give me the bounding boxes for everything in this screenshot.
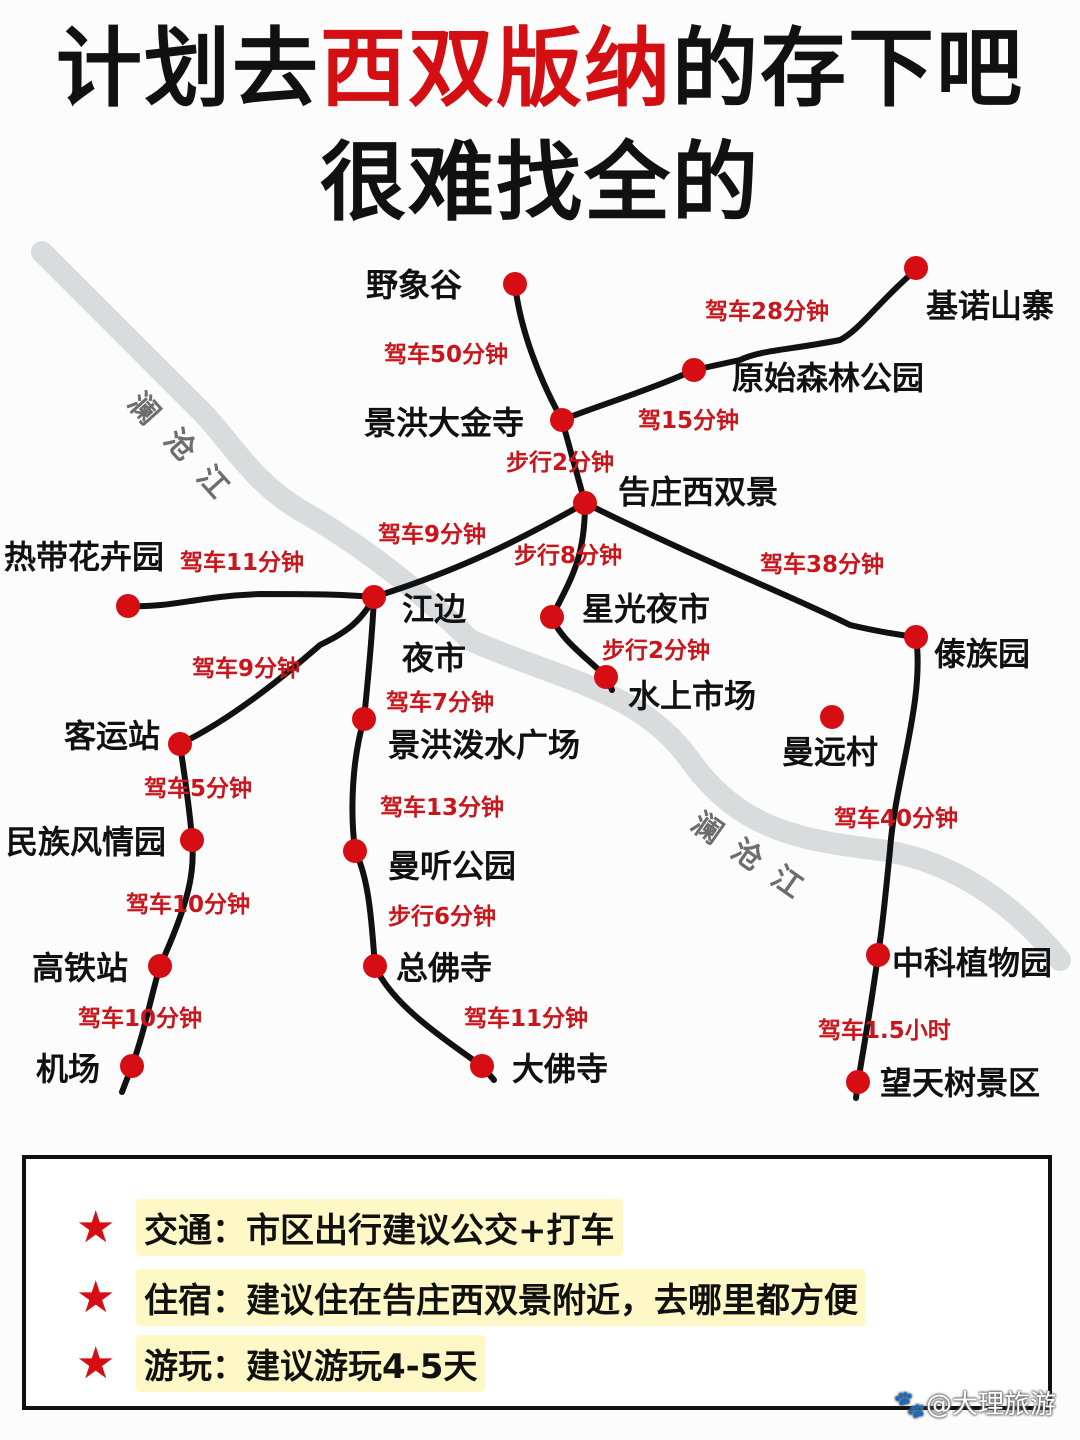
time-label: 步行2分钟 (602, 637, 710, 664)
svg-text:澜: 澜 (120, 386, 166, 432)
place-label-manting: 曼听公园 (388, 847, 516, 885)
title-prefix: 计划去 (56, 19, 320, 119)
stop-jinuo[interactable] (904, 256, 928, 280)
time-label: 驾车9分钟 (192, 655, 300, 682)
time-label: 驾车50分钟 (384, 341, 508, 368)
place-label-minzu: 民族风情园 (6, 823, 166, 861)
time-label: 驾车40分钟 (834, 805, 958, 832)
time-label: 步行2分钟 (506, 449, 614, 476)
stop-gaotie[interactable] (148, 954, 172, 978)
watermark: 🐾@大理旅游 (894, 1384, 1056, 1421)
lancang-river (31, 241, 1071, 971)
place-label-zhongke: 中科植物园 (892, 944, 1052, 982)
title-suffix: 的存下吧 (672, 19, 1024, 119)
place-label-jinuo: 基诺山寨 (926, 287, 1054, 325)
stop-yuanshi[interactable] (682, 358, 706, 382)
place-label-xingguang: 星光夜市 (582, 590, 710, 628)
time-label: 驾车38分钟 (760, 551, 884, 578)
stop-dafo[interactable] (470, 1054, 494, 1078)
tip-transport: ★ 交通：市区出行建议公交+打车 (76, 1199, 623, 1256)
place-label-yexianggu: 野象谷 (366, 266, 462, 304)
time-label: 驾车10分钟 (126, 891, 250, 918)
place-label-manyuan: 曼远村 (782, 733, 878, 771)
time-label: 驾车28分钟 (705, 298, 829, 325)
place-label-dafo: 大佛寺 (512, 1050, 608, 1088)
tip-text: 交通：市区出行建议公交+打车 (136, 1199, 623, 1256)
svg-text:江: 江 (764, 859, 809, 905)
stops (116, 256, 928, 1094)
stop-jiangbian[interactable] (362, 585, 386, 609)
svg-text:沧: 沧 (724, 832, 769, 878)
page-title-line2: 很难找全的 (320, 133, 760, 233)
place-label-poshui: 景洪泼水广场 (388, 726, 580, 764)
time-label: 步行6分钟 (388, 903, 496, 930)
title-accent: 西双版纳 (320, 19, 672, 119)
place-label-yuanshi: 原始森林公园 (732, 359, 924, 397)
stop-minzu[interactable] (180, 828, 204, 852)
paw-icon: 🐾 (893, 1390, 926, 1420)
place-label-redai: 热带花卉园 (4, 538, 164, 576)
stop-xingguang[interactable] (540, 605, 564, 629)
place-label-gaotie: 高铁站 (32, 949, 128, 987)
stop-gaozhuang[interactable] (573, 491, 597, 515)
stop-zhongke[interactable] (866, 943, 890, 967)
place-label-dajinsi: 景洪大金寺 (364, 404, 524, 442)
place-label-jichang: 机场 (36, 1050, 100, 1088)
time-label: 驾车11分钟 (180, 549, 304, 576)
time-label: 驾车5分钟 (144, 775, 252, 802)
star-icon: ★ (76, 1337, 116, 1389)
star-icon: ★ (76, 1271, 116, 1323)
tip-sightseeing: ★ 游玩：建议游玩4-5天 (76, 1335, 486, 1392)
stop-wangtian[interactable] (846, 1070, 870, 1094)
route-map: 澜 沧 江 澜 沧 江 (4, 241, 1071, 1102)
stop-shuishang[interactable] (594, 665, 618, 689)
time-label: 驾车9分钟 (378, 521, 486, 548)
page-title-line1: 计划去西双版纳的存下吧 (0, 14, 1080, 124)
stop-dajinsi[interactable] (550, 408, 574, 432)
place-label-zongfo: 总佛寺 (396, 949, 492, 987)
stop-manting[interactable] (343, 839, 367, 863)
tip-text: 住宿：建议住在告庄西双景附近，去哪里都方便 (136, 1269, 866, 1326)
place-label-gaozhuang: 告庄西双景 (618, 473, 778, 511)
tip-text: 游玩：建议游玩4-5天 (136, 1335, 486, 1392)
place-label-keyun: 客运站 (64, 717, 160, 755)
place-label-jiangbian-1: 江边 (402, 590, 466, 628)
stop-jichang[interactable] (120, 1054, 144, 1078)
time-label: 驾车10分钟 (78, 1005, 202, 1032)
star-icon: ★ (76, 1201, 116, 1253)
stop-manyuan[interactable] (820, 705, 844, 729)
stop-redai[interactable] (116, 594, 140, 618)
time-label: 驾15分钟 (638, 408, 739, 434)
stop-zongfo[interactable] (363, 954, 387, 978)
place-labels: 野象谷 基诺山寨 原始森林公园 景洪大金寺 告庄西双景 热带花卉园 江边 夜市 … (4, 266, 1054, 1102)
place-label-jiangbian-2: 夜市 (401, 639, 466, 677)
stop-keyun[interactable] (168, 732, 192, 756)
time-label: 驾车7分钟 (386, 689, 494, 716)
time-label: 步行8分钟 (514, 542, 622, 569)
watermark-text: @大理旅游 (925, 1390, 1056, 1420)
stop-poshui[interactable] (352, 707, 376, 731)
place-label-daizu: 傣族园 (934, 635, 1030, 673)
time-label: 驾车11分钟 (464, 1005, 588, 1032)
svg-text:沧: 沧 (157, 422, 203, 468)
time-labels: 驾车50分钟 驾车28分钟 驾15分钟 步行2分钟 驾车9分钟 步行8分钟 驾车… (78, 298, 958, 1044)
tips-panel: ★ 交通：市区出行建议公交+打车 ★ 住宿：建议住在告庄西双景附近，去哪里都方便… (22, 1155, 1052, 1410)
svg-text:江: 江 (190, 459, 236, 505)
stop-daizu[interactable] (904, 625, 928, 649)
time-label: 驾车13分钟 (380, 794, 504, 821)
stop-yexianggu[interactable] (503, 272, 527, 296)
svg-text:澜: 澜 (684, 805, 729, 851)
tip-accommodation: ★ 住宿：建议住在告庄西双景附近，去哪里都方便 (76, 1269, 866, 1326)
place-label-wangtian: 望天树景区 (880, 1064, 1040, 1102)
place-label-shuishang: 水上市场 (628, 677, 756, 715)
time-label: 驾车1.5小时 (818, 1017, 951, 1044)
